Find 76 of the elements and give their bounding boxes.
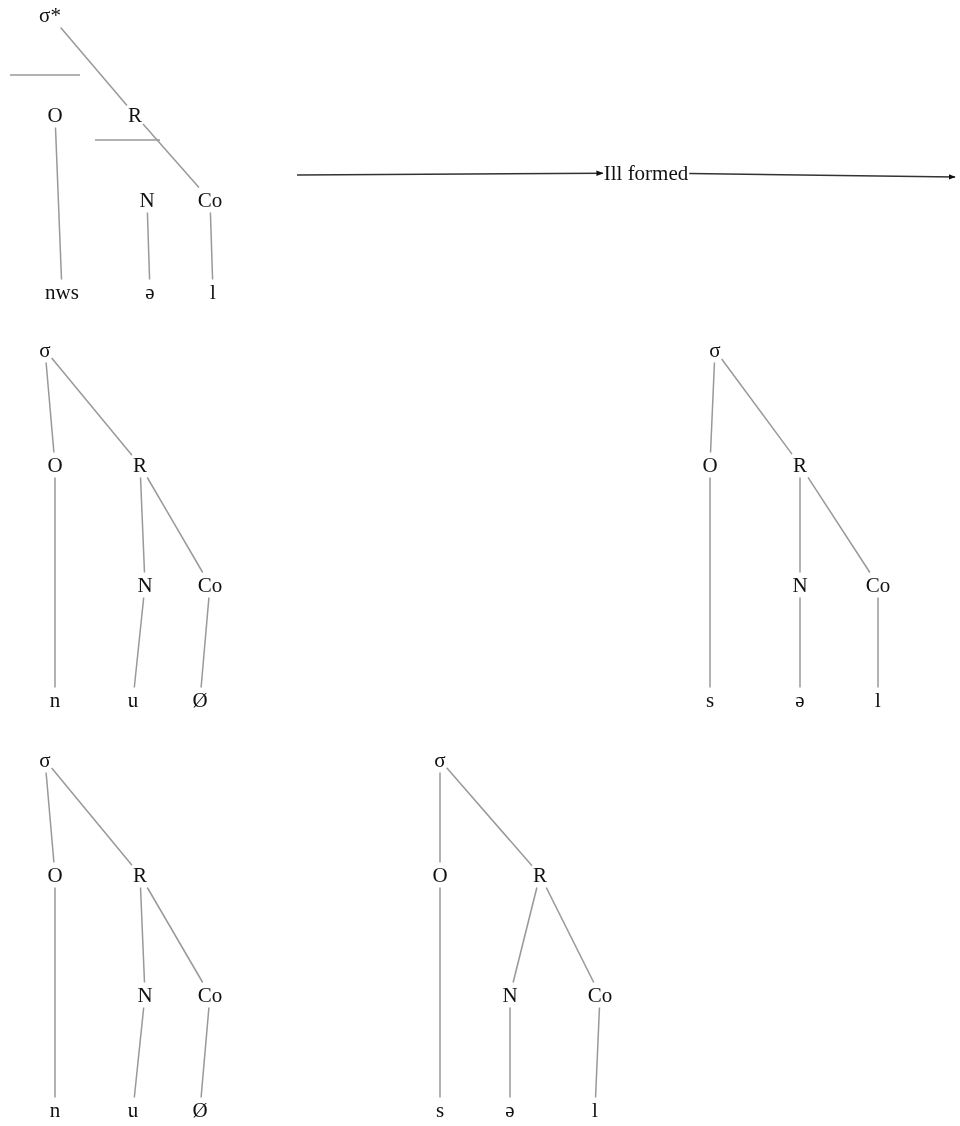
tree-label: s [704,687,716,713]
tree-branch-line [45,361,55,454]
tree-branch-line [54,476,56,689]
tree-branch-line [133,596,145,689]
tree-label: n [48,1097,62,1123]
tree-branch-line [59,26,128,107]
tree-label: ə [504,1097,516,1123]
tree-label: σ [38,747,52,773]
tree-label: l [874,687,882,713]
arrow [296,170,604,177]
tree-label: O [46,102,64,128]
tree-branch-line [439,771,441,864]
tree-branch-line [445,766,533,867]
tree-label: ə [794,687,806,713]
tree-branch-line [720,358,793,455]
tree-branch-line [509,1006,511,1099]
tree-label: σ [38,337,52,363]
tree-label: O [701,452,719,478]
tree-branch-line [133,1006,145,1099]
tree-branch-line [512,886,538,984]
tree-label: N [138,187,156,213]
tree-label: Co [864,572,892,598]
tree-branch-line [594,1006,601,1099]
tree-label: Co [196,187,224,213]
tree-label: R [127,102,143,128]
tree-branch-line [50,767,133,867]
tree-branch-line [45,771,55,864]
tree-branch-line [439,886,441,1099]
tree-branch-line [146,211,151,281]
tree-branch-line [139,886,146,984]
tree-branch-line [146,476,204,574]
tree-label: Ø [191,1097,209,1123]
tree-branch-line [200,596,210,689]
tree-branch-line [799,476,801,574]
tree-label: σ* [38,2,62,28]
tree-branch-line [142,123,200,189]
tree-branch-line [799,596,801,689]
tree-branch-line [209,211,214,281]
tree-label: u [126,1097,140,1123]
tree-label: O [46,862,64,888]
tree-label: Ø [191,687,209,713]
tree-label: R [132,452,148,478]
tree-label: l [209,279,217,305]
tree-branch-line [146,886,204,984]
tree-label: O [431,862,449,888]
tree-label: N [136,572,154,598]
tree-branch-line [709,361,716,454]
tree-label: ə [144,279,156,305]
tree-label: N [791,572,809,598]
tree-branch-line [50,357,133,457]
tree-label: Co [196,572,224,598]
tree-label: s [434,1097,446,1123]
tree-branch-line [877,596,879,689]
tree-branch-line [54,126,63,281]
tree-label: nws [44,279,80,305]
tree-branch-line [545,886,595,984]
tree-branch-line [54,886,56,1099]
tree-label: u [126,687,140,713]
tree-label: σ [433,747,447,773]
tree-branch-line [807,476,871,574]
tree-label: R [132,862,148,888]
tree-label: O [46,452,64,478]
tree-branch-line [709,476,711,689]
tree-label: Ill formed [602,160,690,186]
tree-label: l [591,1097,599,1123]
arrow [688,172,956,180]
tree-label: N [136,982,154,1008]
tree-branch-line [139,476,146,574]
tree-label: N [501,982,519,1008]
tree-label: Co [586,982,614,1008]
tree-label: R [532,862,548,888]
tree-label: R [792,452,808,478]
tree-label: Co [196,982,224,1008]
tree-branch-line [200,1006,210,1099]
tree-label: σ [708,337,722,363]
tree-label: n [48,687,62,713]
